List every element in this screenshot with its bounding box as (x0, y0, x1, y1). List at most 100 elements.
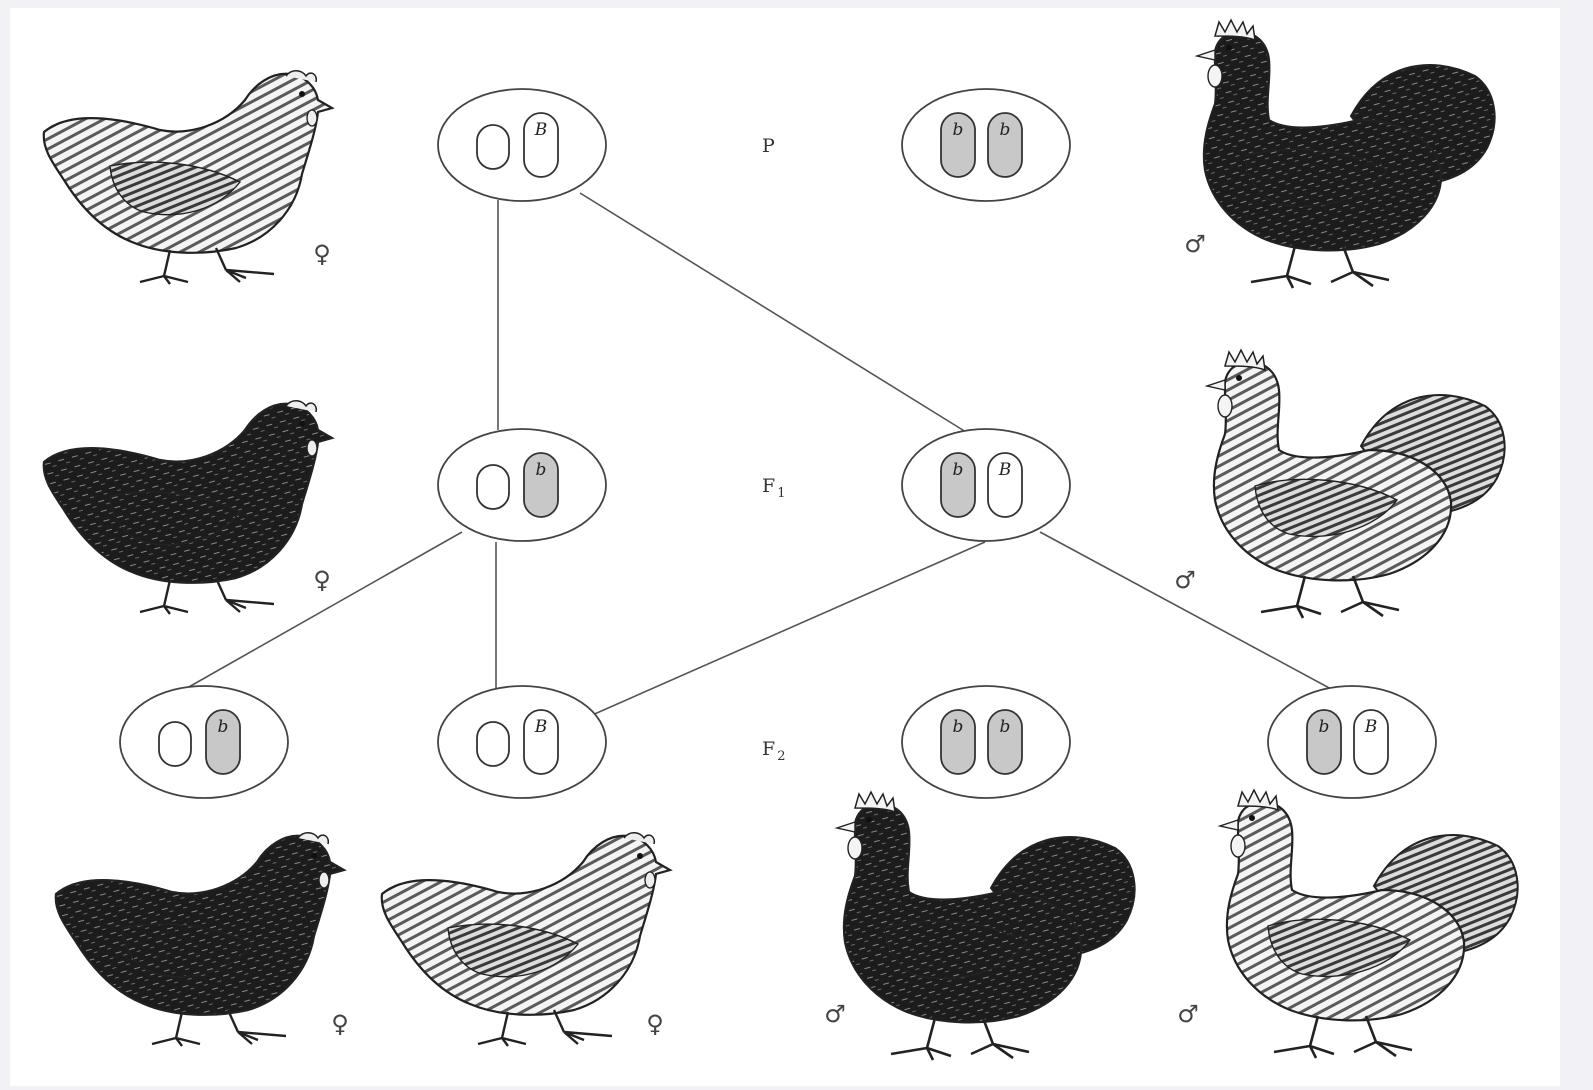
chromosome-left-empty (476, 721, 510, 767)
rooster-comb (1214, 18, 1256, 42)
male-symbol: ♂ (1177, 1000, 1199, 1028)
rooster-comb (854, 790, 896, 814)
chromosome-body (987, 452, 1023, 518)
rooster-beak (1217, 819, 1239, 831)
hen-legs (477, 1009, 613, 1047)
hen-wing (121, 923, 254, 978)
generation-label-p: P (762, 135, 775, 157)
female-symbol: ♀ (646, 1010, 664, 1038)
rooster-legs (1250, 245, 1390, 289)
connector-f1-male-to-f2-male-barred (1039, 531, 1334, 691)
hen-legs (151, 1009, 287, 1047)
rooster-wing (1267, 918, 1412, 978)
hen-wing (109, 491, 242, 546)
chicken-f2-hen-black (54, 832, 347, 1047)
hen-eye (299, 421, 305, 427)
cell-outline (901, 428, 1071, 542)
rooster-wattle (1207, 64, 1223, 88)
chicken-f1-hen-black (42, 400, 335, 615)
connector-f1-female-to-f2-female-black (186, 531, 463, 689)
hen-wattle (306, 439, 318, 457)
rooster-comb (1224, 348, 1266, 372)
chromosome-body (523, 452, 559, 518)
chromosome-body (940, 709, 976, 775)
chicken-f2-hen-barred (380, 832, 673, 1047)
chromosome-right-open: B (523, 709, 559, 775)
hen-body (380, 834, 673, 1016)
male-symbol: ♂ (1174, 566, 1196, 594)
connector-f1-male-to-f2-female-barred (589, 541, 986, 717)
chromosome-right-shaded: b (987, 112, 1023, 178)
chromosome-left-empty (476, 464, 510, 510)
rooster-wing (1254, 478, 1399, 538)
generation-letter: F (762, 475, 775, 497)
genotype-cell-f2-female-black: b (119, 685, 289, 799)
chicken-f1-rooster-barred (1204, 348, 1506, 619)
hen-eye (637, 853, 643, 859)
allele-label: b (1000, 717, 1011, 737)
chromosome-body (523, 709, 559, 775)
generation-letter: F (762, 738, 775, 760)
hen-comb (623, 832, 656, 845)
chromosome-body (476, 124, 510, 170)
rooster-wattle (847, 836, 863, 860)
female-symbol: ♀ (313, 566, 331, 594)
male-symbol: ♂ (824, 1000, 846, 1028)
generation-subscript: 1 (777, 486, 785, 501)
cell-outline (437, 685, 607, 799)
male-symbol: ♂ (1184, 230, 1206, 258)
chromosome-body (205, 709, 241, 775)
chromosome-body (476, 464, 510, 510)
rooster-wing (1244, 148, 1389, 208)
chromosome-left-empty (476, 124, 510, 170)
rooster-wattle (1230, 834, 1246, 858)
chromosome-body (987, 112, 1023, 178)
allele-label: b (1000, 120, 1011, 140)
rooster-comb (1237, 788, 1279, 812)
female-symbol: ♀ (313, 240, 331, 268)
cell-outline (437, 428, 607, 542)
generation-letter: P (762, 135, 775, 157)
chromosome-body (940, 112, 976, 178)
rooster-eye (866, 817, 872, 823)
allele-label: B (998, 460, 1012, 480)
cell-outline (901, 88, 1071, 202)
rooster-legs (1260, 575, 1400, 619)
chromosome-left-shaded: b (940, 709, 976, 775)
allele-label: B (1364, 717, 1378, 737)
allele-label: B (534, 120, 548, 140)
genotype-cell-f2-female-barred: B (437, 685, 607, 799)
chromosome-left-shaded: b (940, 452, 976, 518)
rooster-beak (1194, 49, 1216, 61)
hen-body (54, 834, 347, 1016)
hen-wattle (306, 109, 318, 127)
chicken-p-hen-barred (42, 70, 335, 285)
cell-outline (901, 685, 1071, 799)
chromosome-right-open: B (523, 112, 559, 178)
rooster-beak (1204, 379, 1226, 391)
rooster-legs (890, 1017, 1030, 1061)
hen-body (42, 72, 335, 254)
chromosome-right-shaded: b (987, 709, 1023, 775)
chromosome-right-shaded: b (523, 452, 559, 518)
allele-label: B (534, 717, 548, 737)
allele-label: b (536, 460, 547, 480)
chromosome-body (476, 721, 510, 767)
genotype-cell-f1-female: b (437, 428, 607, 542)
rooster-eye (1249, 815, 1255, 821)
cell-outline (437, 88, 607, 202)
chromosome-right-shaded: b (205, 709, 241, 775)
chromosome-body (523, 112, 559, 178)
hen-eye (299, 91, 305, 97)
rooster-beak (834, 821, 856, 833)
female-symbol: ♀ (331, 1010, 349, 1038)
